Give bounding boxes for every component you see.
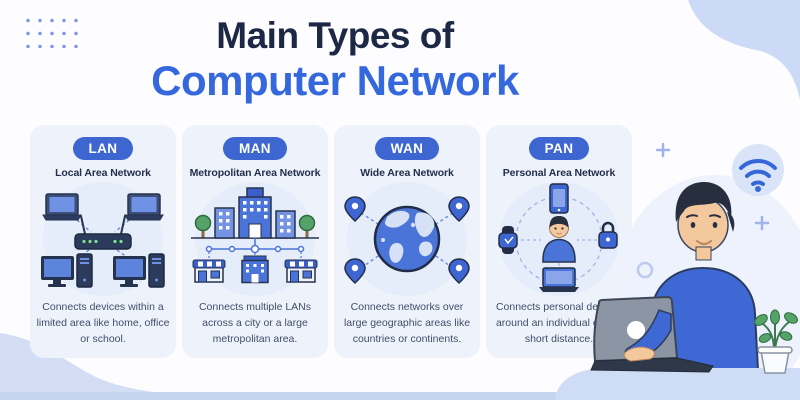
laptop-icon <box>42 193 82 221</box>
node-drop-lines <box>208 252 302 260</box>
desk <box>555 368 800 400</box>
shop-icon <box>192 259 226 283</box>
location-pin-icon <box>448 196 470 223</box>
man-badge: MAN <box>223 137 287 160</box>
title-line-1: Main Types of <box>216 15 454 56</box>
pan-subtitle: Personal Area Network <box>502 167 616 179</box>
lan-badge: LAN <box>72 137 134 160</box>
desktop-computer-icon <box>113 253 165 288</box>
corner-blob-top-right <box>688 0 800 100</box>
title-line-2: Computer Network <box>151 56 519 104</box>
card-man: MAN Metropolitan Area Network <box>182 125 328 358</box>
plus-sparkle-icon <box>655 142 671 158</box>
card-wan: WAN Wide Area Network <box>334 125 480 358</box>
location-pin-icon <box>344 258 366 285</box>
globe-icon <box>373 205 441 273</box>
wifi-icon <box>732 144 784 196</box>
lan-illustration <box>30 180 176 298</box>
user-icon <box>542 216 576 263</box>
wan-badge: WAN <box>374 137 440 160</box>
small-building-icon <box>241 255 269 284</box>
globe-network-diagram <box>344 196 470 285</box>
lan-network-diagram <box>41 193 165 288</box>
skyscraper-icon <box>238 187 272 239</box>
page-title: Main Types of Computer Network <box>120 15 550 104</box>
pan-illustration <box>486 180 632 298</box>
network-nodes <box>205 244 305 254</box>
smartphone-icon <box>549 183 569 214</box>
personal-devices-diagram <box>498 183 618 292</box>
circle-outline-decoration <box>636 261 654 279</box>
plant <box>754 309 798 374</box>
person-working-illustration <box>555 142 800 400</box>
man-description: Connects multiple LANs across a city or … <box>198 301 312 345</box>
connection-lines <box>521 239 597 267</box>
laptop-icon <box>124 193 164 221</box>
tree-icon <box>194 214 212 238</box>
card-lan: LAN Local Area Network <box>30 125 176 358</box>
man-illustration <box>182 180 328 298</box>
tree-icon <box>298 214 316 238</box>
office-building-icon <box>214 207 235 239</box>
dots-grid-decoration <box>22 14 82 48</box>
network-type-cards: LAN Local Area Network <box>30 125 632 358</box>
wan-subtitle: Wide Area Network <box>360 167 454 179</box>
pan-badge: PAN <box>528 137 590 160</box>
office-building-icon <box>275 210 296 239</box>
location-pin-icon <box>344 196 366 223</box>
padlock-icon <box>598 221 618 249</box>
smartwatch-icon <box>498 226 518 254</box>
man-subtitle: Metropolitan Area Network <box>189 167 321 179</box>
router-icon <box>74 215 132 250</box>
city-network-diagram <box>191 187 319 284</box>
pan-description: Connects personal devices around an indi… <box>495 301 623 345</box>
desktop-computer-icon <box>41 253 93 288</box>
shop-icon <box>284 259 318 283</box>
person <box>651 182 760 371</box>
wan-illustration <box>334 180 480 298</box>
lan-description: Connects devices within a limited area l… <box>36 301 170 345</box>
arm-and-hand <box>623 309 672 362</box>
bottom-strip-decoration <box>0 392 800 400</box>
plus-sparkle-icon <box>754 215 770 231</box>
corner-blob-bottom-left <box>0 333 260 400</box>
laptop-icon <box>539 267 579 292</box>
lan-subtitle: Local Area Network <box>55 167 151 179</box>
wan-description: Connects networks over large geographic … <box>343 301 471 345</box>
location-pin-icon <box>448 258 470 285</box>
